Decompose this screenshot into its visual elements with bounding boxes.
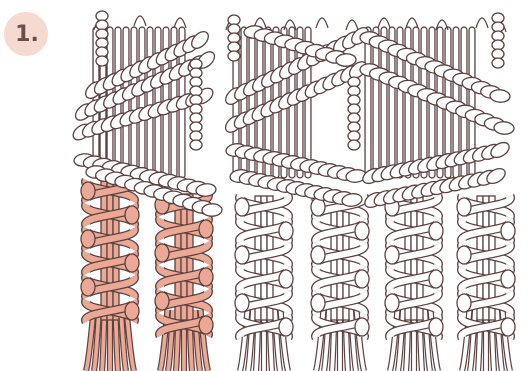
knot-loop [199, 268, 213, 286]
knot-loop [125, 206, 139, 224]
knot-loop [155, 244, 169, 262]
chain-right [492, 13, 504, 68]
sinnet-left-1-highlighted [81, 180, 139, 371]
filler-cord [101, 180, 107, 320]
knot-loop [125, 302, 139, 320]
knot-loop [199, 316, 213, 334]
knot-loop [125, 254, 139, 272]
square-knot-sinnets [81, 180, 515, 371]
knot-loop [81, 182, 95, 200]
knot-loop [199, 220, 213, 238]
knot-loop [81, 230, 95, 248]
knot-loop [501, 222, 515, 240]
clove-hitch-knot [202, 203, 222, 216]
chain-mid-left [228, 15, 240, 61]
clove-hitch-knot [490, 89, 511, 103]
half-hitch [96, 56, 108, 66]
knot-loop [235, 198, 249, 216]
sinnet-4 [311, 196, 369, 371]
knot-loop [355, 270, 369, 288]
half-hitch [348, 140, 360, 150]
half-hitch [492, 58, 504, 68]
knot-loop [501, 270, 515, 288]
knot-loop [311, 246, 325, 264]
knot-loop [457, 246, 471, 264]
sinnet-left-2-highlighted [155, 194, 213, 371]
knot-loop [355, 318, 369, 336]
half-hitch [190, 140, 202, 150]
knot-loop [429, 318, 443, 336]
filler-cord [107, 180, 113, 320]
mounting-loop [134, 16, 146, 26]
knot-loop [279, 318, 293, 336]
mounting-loop [476, 18, 488, 28]
sinnet-6 [457, 196, 515, 371]
knot-loop [457, 198, 471, 216]
mounting-loop [316, 18, 328, 28]
knot-loop [457, 294, 471, 312]
knot-loop [311, 294, 325, 312]
knot-loop [81, 278, 95, 296]
knot-loop [355, 222, 369, 240]
half-hitch [228, 51, 240, 61]
knot-loop [429, 222, 443, 240]
knot-loop [235, 294, 249, 312]
chain-center [348, 77, 360, 150]
knot-loop [155, 292, 169, 310]
filler-cord [113, 180, 119, 320]
clove-hitch-knot [336, 53, 357, 66]
mounting-loop [346, 20, 358, 30]
knot-loop [429, 270, 443, 288]
knot-loop [501, 318, 515, 336]
knot-loop [235, 246, 249, 264]
knot-loop [385, 294, 399, 312]
sinnet-5 [385, 196, 443, 371]
mounting-loop [174, 18, 186, 28]
knot-loop [279, 270, 293, 288]
sinnet-3 [235, 196, 293, 371]
knot-loop [279, 222, 293, 240]
knot-loop [385, 246, 399, 264]
clove-hitch-knot [494, 121, 515, 135]
